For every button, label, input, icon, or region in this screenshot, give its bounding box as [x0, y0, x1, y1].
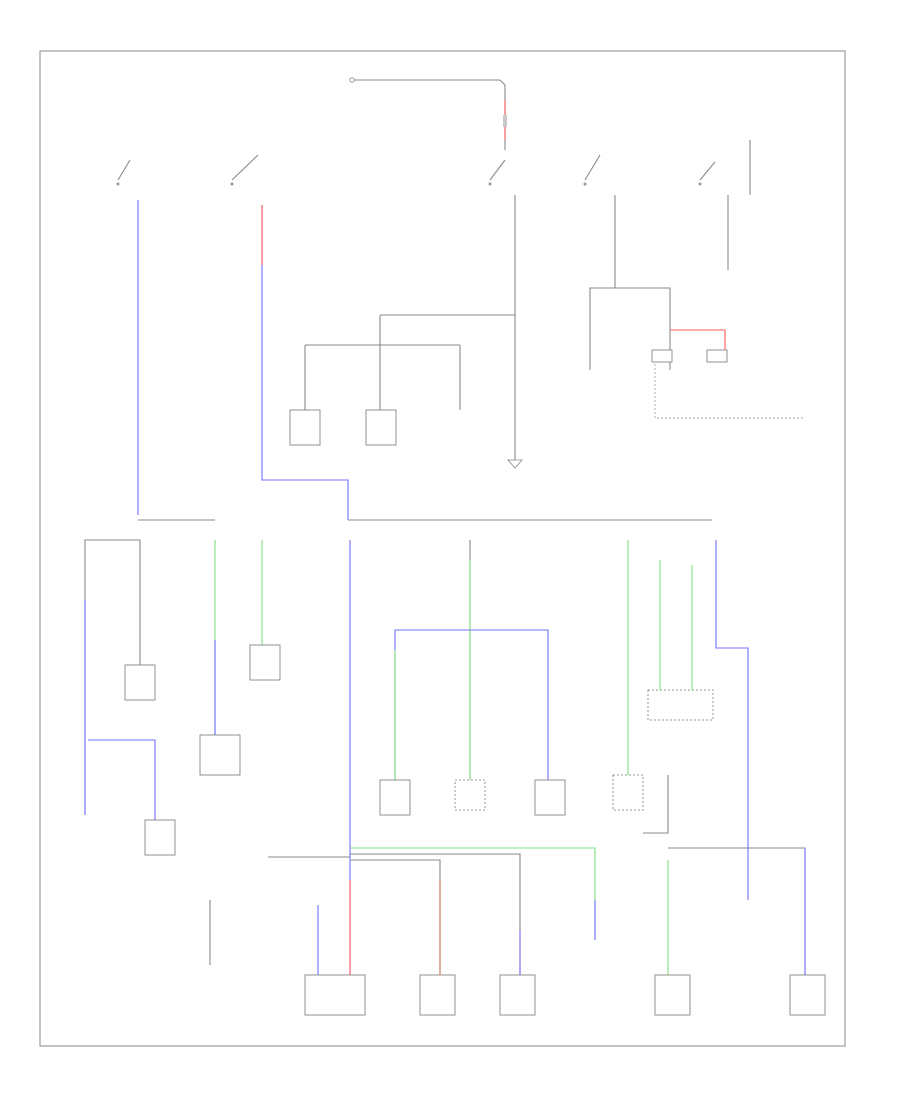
- wire-relay-left: [589, 195, 616, 370]
- comp-box-left-2: [144, 819, 176, 856]
- sw3-term: [488, 182, 492, 186]
- sw4-term: [583, 182, 587, 186]
- sw1-term: [116, 182, 120, 186]
- bottom-right-bus: [668, 847, 806, 975]
- wire-center-blue: [261, 205, 349, 520]
- comp-box-2: [365, 409, 397, 446]
- comp-box-right-2: [647, 689, 714, 721]
- switch-3-blade: [489, 159, 506, 181]
- source-terminal: [349, 77, 355, 83]
- wire-right-blue: [715, 540, 749, 900]
- comp-box-bottom-1: [304, 974, 366, 1016]
- wire-center-loop: [394, 629, 549, 780]
- fuse-top: [503, 115, 507, 127]
- comp-box-center-1: [379, 779, 411, 816]
- comp-box-left-1: [124, 664, 156, 701]
- main-feeds: [137, 195, 523, 520]
- bottom-bus-green: [350, 847, 596, 940]
- wire-left-branch: [88, 739, 156, 820]
- ground-symbol: [507, 459, 523, 469]
- comp-box-bottom-3: [499, 974, 536, 1016]
- comp-box-1: [289, 409, 321, 446]
- wire-right-link: [643, 775, 669, 834]
- comp-box-bottom-4: [654, 974, 691, 1016]
- switch-5-blade: [699, 161, 716, 181]
- comp-box-right-1: [612, 774, 644, 811]
- relay-contact-a: [651, 349, 673, 363]
- relay-contact-b: [706, 349, 728, 363]
- diagram-frame: [39, 50, 846, 1047]
- comp-box-bottom-2: [419, 974, 456, 1016]
- upper-components: [289, 409, 397, 446]
- comp-box-left-3: [249, 644, 281, 681]
- switch-4-blade: [584, 154, 601, 181]
- wire-relay-right: [615, 287, 671, 370]
- relay-box-dashed: [654, 360, 803, 419]
- switch-row: [116, 140, 751, 195]
- right-lower-group: [612, 540, 749, 900]
- comp-box-bottom-5: [789, 974, 826, 1016]
- sw5-term: [698, 182, 702, 186]
- center-lower-group: [349, 540, 566, 975]
- wire-top-source: [354, 79, 506, 150]
- comp-switch-left: [199, 734, 241, 776]
- top-source-section: [349, 77, 507, 150]
- comp-box-center-2: [454, 779, 486, 811]
- left-lower-group: [84, 539, 281, 856]
- relay-area: [589, 195, 803, 419]
- switch-1-blade: [117, 159, 131, 181]
- bottom-group: [209, 847, 826, 1016]
- bottom-bus-3: [350, 859, 441, 975]
- bottom-bus-2: [350, 853, 521, 975]
- sw2-term: [230, 182, 234, 186]
- switch-2-blade: [231, 154, 259, 181]
- wire-relay-red: [670, 329, 726, 358]
- comp-box-center-3: [534, 779, 566, 816]
